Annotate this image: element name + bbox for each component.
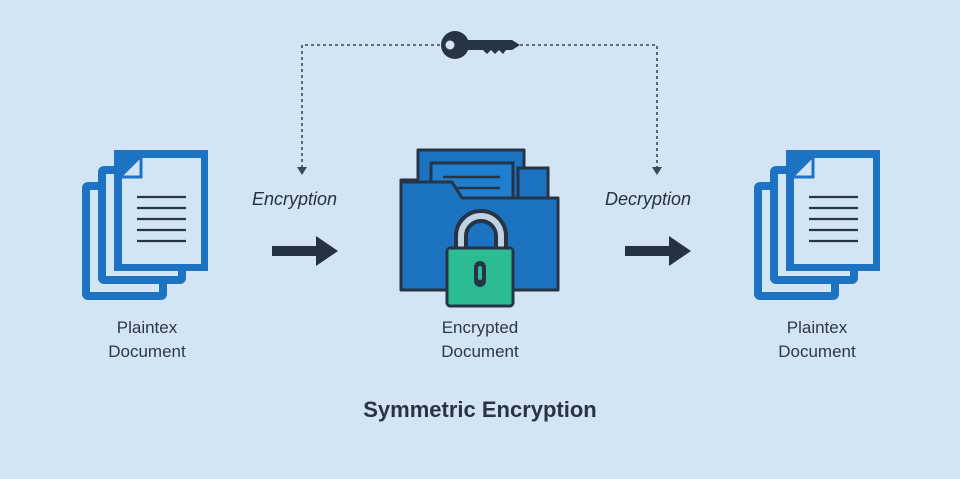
source-document-icon — [82, 150, 208, 300]
key-icon — [441, 31, 520, 59]
target-label-line1: Plaintex — [786, 318, 848, 337]
center-label-line1: Encrypted — [441, 318, 519, 337]
decrypt-arrow — [625, 236, 691, 266]
target-label-line2: Document — [778, 342, 856, 361]
target-node-label: Plaintex Document — [742, 316, 892, 364]
diagram-title: Symmetric Encryption — [363, 397, 597, 422]
source-node-label: Plaintex Document — [72, 316, 222, 364]
decryption-step-label: Decryption — [605, 189, 692, 209]
key-path-arrowhead-right — [652, 167, 662, 175]
target-document-icon — [754, 150, 880, 300]
key-path-arrowhead-left — [297, 167, 307, 175]
encrypt-arrow — [272, 236, 338, 266]
locked-folder-icon — [399, 148, 560, 308]
center-label-line2: Document — [441, 342, 519, 361]
center-node-label: Encrypted Document — [405, 316, 555, 364]
source-label-line1: Plaintex — [116, 318, 178, 337]
encryption-step-label: Encryption — [252, 189, 338, 209]
key-path — [297, 44, 662, 175]
source-label-line2: Document — [108, 342, 186, 361]
